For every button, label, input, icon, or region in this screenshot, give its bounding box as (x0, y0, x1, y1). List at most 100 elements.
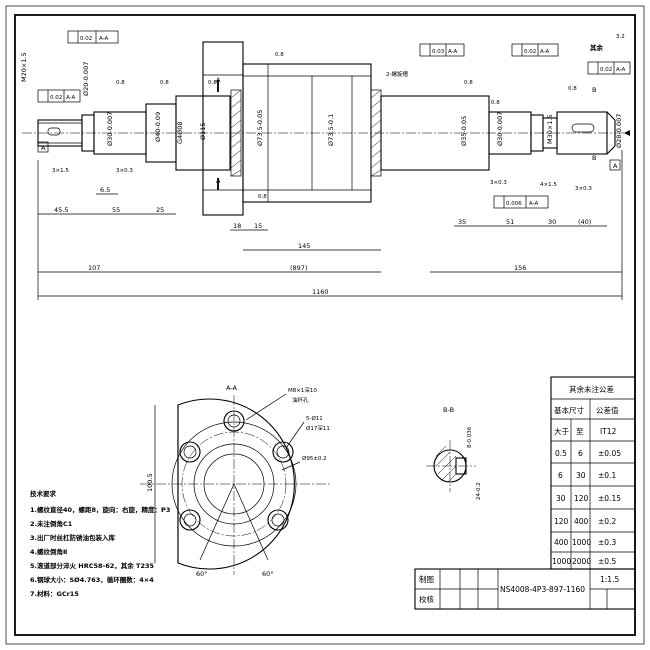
tol-r5-a: 400 (554, 538, 569, 547)
title-block: 制图 校核 NS4008-4P3-897-1160 1:1.5 (414, 568, 636, 610)
len-51: 51 (506, 218, 514, 226)
bolt-hole-2 (272, 441, 294, 463)
tol-sub-to: 至 (576, 427, 584, 436)
tol-r2-b: 30 (576, 471, 586, 480)
datum-a-right: A (613, 162, 618, 170)
gdt-5-val: 0.02 (600, 67, 612, 73)
len-55: 55 (112, 206, 120, 214)
gdt-5-datum: A-A (616, 67, 626, 73)
tol-r3-a: 30 (556, 494, 566, 503)
dim-m20: M20×1.5 (20, 52, 28, 82)
rough-4: 0.8 (275, 52, 284, 58)
len-1160: 1160 (312, 288, 329, 296)
chamfer-5: 3×0.3 (575, 186, 592, 192)
dim-d20: Ø20-0.007 (82, 62, 90, 96)
len-18: 18 (233, 222, 241, 230)
tol-r5-b: 1000 (572, 538, 591, 547)
section-mark-a-top: A (216, 76, 221, 84)
len-107: 107 (88, 264, 100, 272)
len-15: 15 (254, 222, 262, 230)
section-mark-b-bottom: B (592, 154, 596, 162)
tb-drawn: 制图 (419, 574, 434, 584)
rough-5: 0.8 (258, 194, 267, 200)
section-aa-title: A-A (226, 384, 238, 392)
rough-3: 0.8 (208, 80, 217, 86)
tol-r1-c: ±0.05 (598, 449, 621, 458)
tol-r2-a: 6 (558, 471, 563, 480)
bolt-hole-4 (179, 509, 201, 531)
note-6: 6.钢球大小：SØ4.763，循环圈数：4×4 (30, 575, 154, 584)
note-7: 7.材料：GCr15 (30, 589, 79, 598)
tol-r1-b: 6 (578, 449, 583, 458)
tol-r2-c: ±0.1 (598, 471, 616, 480)
note-4: 4.螺纹倒角Ⅱ (30, 547, 67, 556)
rough-2: 0.8 (160, 80, 169, 86)
len-30: 30 (548, 218, 556, 226)
rest-label: 其余 (590, 43, 604, 52)
dim-d115: Ø115 (199, 122, 207, 140)
dim-g4: G4Ø08 (176, 121, 184, 144)
flange-outline (177, 398, 295, 570)
tol-title: 其余未注公差 (569, 384, 614, 394)
bb-width: 8-0.036 (467, 426, 473, 448)
chamfer-1: 3×1.5 (52, 168, 69, 174)
inner-border (14, 14, 636, 636)
pcd-label: Ø95±0.2 (302, 455, 327, 462)
tol-r4-b: 400 (574, 517, 589, 526)
dim-d30a: Ø30-0.007 (106, 112, 114, 146)
rough-8: 0.8 (568, 86, 577, 92)
tol-r6-b: 2000 (572, 557, 591, 566)
section-bb-view: B-B 8-0.036 24-0.2 (426, 406, 482, 500)
chamfer-2: 3×0.3 (116, 168, 133, 174)
gdt-3-datum: A-A (448, 49, 458, 55)
len-156: 156 (514, 264, 526, 272)
tol-r4-c: ±0.2 (598, 517, 616, 526)
dim-d35: Ø35-0.05 (460, 116, 468, 146)
tol-r3-b: 120 (574, 494, 589, 503)
dim-m30: M30×1.5 (546, 114, 554, 144)
section-aa-view: A-A 100.5 60° 60° M8×1深10 油杯孔 5-Ø11 Ø17深… (140, 384, 330, 578)
section-bb-title: B-B (443, 406, 454, 414)
left-keyway (47, 127, 61, 136)
bb-depth: 24-0.2 (476, 482, 482, 500)
tolerance-table: 其余未注公差 基本尺寸 公差值 大于 至 IT12 0.5 6 ±0.05 6 … (550, 376, 636, 570)
dim-h1005: 100.5 (146, 473, 154, 492)
len-25: 25 (156, 206, 164, 214)
bolt-hole-5 (267, 509, 289, 531)
tol-r6-c: ±0.5 (598, 557, 616, 566)
tol-r6-a: 1000 (552, 557, 571, 566)
tol-sub-gt: 大于 (554, 426, 569, 436)
note-1: 1.螺纹直径40，螺距8，旋向：右旋，精度：P3 (30, 505, 170, 514)
gdt-2-val: 0.02 (80, 36, 92, 42)
lead-label: 2-螺旋槽 (386, 70, 408, 78)
rough-rest: 3.2 (616, 34, 625, 40)
len-897: (897) (290, 264, 307, 272)
chamfer-3: 3×0.3 (490, 180, 507, 186)
holes-label-2: Ø17深11 (306, 424, 330, 432)
gdt-1-datum: A-A (66, 95, 76, 101)
holes-label: 5-Ø11 (306, 415, 323, 422)
chamfer-4: 4×1.5 (540, 182, 557, 188)
rough-1: 0.8 (116, 80, 125, 86)
gdt-2-datum: A-A (99, 36, 109, 42)
gdt-6-datum: A-A (529, 201, 539, 207)
dim-d30b: Ø30-0.007 (496, 112, 504, 146)
section-mark-a-bottom: A (216, 177, 221, 185)
tol-r1-a: 0.5 (555, 449, 567, 458)
technical-notes: 技术要求 1.螺纹直径40，螺距8，旋向：右旋，精度：P3 2.未注倒角C1 3… (30, 489, 170, 598)
angle-1: 60° (196, 570, 208, 578)
len-65: 6.5 (100, 186, 110, 194)
tb-scale: 1:1.5 (600, 575, 619, 584)
gdt-frames: 0.02 A-A 0.02 A-A 0.03 A-A 0.02 A-A 0.02… (37, 30, 631, 209)
gdt-4-datum: A-A (540, 49, 550, 55)
dim-d40: Ø40-0.09 (154, 112, 162, 142)
dim-d735b: Ø73.5-0.1 (327, 114, 335, 146)
m8-label: M8×1深10 (288, 386, 317, 394)
gdt-3-val: 0.03 (432, 49, 445, 55)
note-3: 3.出厂时丝杠防锈油包装入库 (30, 533, 115, 542)
tol-r3-c: ±0.15 (598, 494, 621, 503)
datum-arrow (624, 130, 630, 136)
datum-a-right-box (609, 159, 621, 171)
outer-border (5, 5, 645, 645)
rough-6: 0.8 (464, 80, 473, 86)
